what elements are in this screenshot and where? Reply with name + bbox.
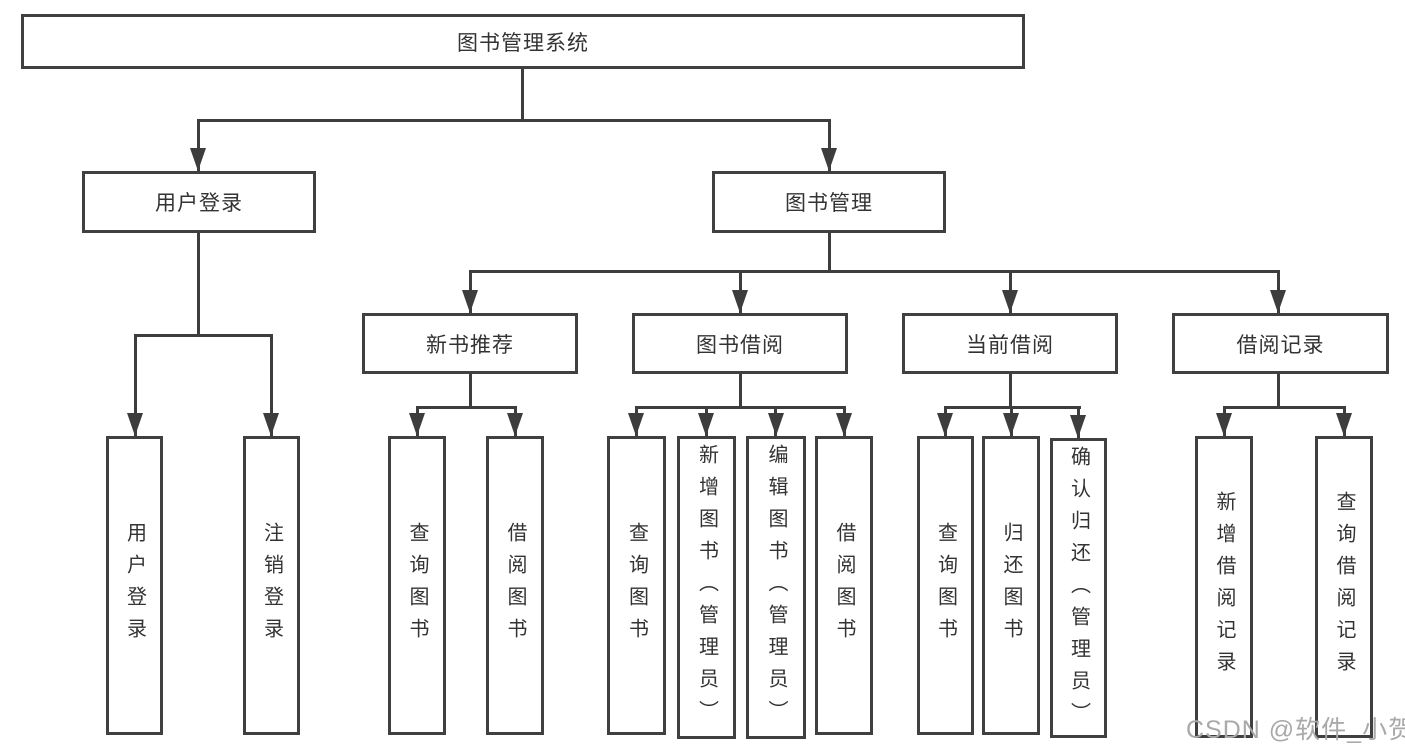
- arrow-down-icon: [1336, 413, 1352, 436]
- arrow-down-icon: [732, 290, 748, 313]
- connector-line: [134, 334, 137, 436]
- leaf-logout: 注销登录: [243, 436, 300, 735]
- leaf-borrow-books-a: 借阅图书: [486, 436, 544, 735]
- leaf-query-borrow-record-label: 查询借阅记录: [1333, 491, 1355, 683]
- leaf-user-login: 用户登录: [106, 436, 163, 735]
- connector-line: [1009, 374, 1012, 409]
- connector-line: [828, 119, 831, 171]
- node-book-management: 图书管理: [712, 171, 946, 233]
- leaf-edit-books-admin-label: 编辑图书（管理员）: [765, 444, 787, 732]
- leaf-query-books-a: 查询图书: [388, 436, 446, 735]
- leaf-add-books-admin-label: 新增图书（管理员）: [695, 444, 718, 732]
- leaf-query-books-a-label: 查询图书: [406, 521, 428, 650]
- arrow-down-icon: [698, 413, 714, 436]
- leaf-query-books-b-label: 查询图书: [625, 521, 648, 650]
- arrow-down-icon: [190, 148, 206, 171]
- arrow-down-icon: [768, 413, 784, 436]
- leaf-query-books-c: 查询图书: [917, 436, 974, 735]
- connector-line: [635, 406, 846, 409]
- arrow-down-icon: [1216, 413, 1232, 436]
- connector-line: [739, 374, 742, 409]
- connector-line: [197, 119, 200, 171]
- root-node-label: 图书管理系统: [457, 31, 589, 55]
- arrow-down-icon: [263, 413, 279, 436]
- node-borrow-records: 借阅记录: [1172, 313, 1389, 374]
- arrow-down-icon: [1002, 290, 1018, 313]
- arrow-down-icon: [409, 413, 425, 436]
- leaf-add-borrow-record-label: 新增借阅记录: [1213, 491, 1235, 683]
- arrow-down-icon: [1070, 415, 1086, 438]
- root-node-library-management-system: 图书管理系统: [21, 14, 1025, 69]
- arrow-down-icon: [1003, 413, 1019, 436]
- connector-line: [1223, 406, 1346, 409]
- node-book-management-label: 图书管理: [785, 192, 873, 215]
- node-user-login-label: 用户登录: [155, 192, 243, 215]
- arrow-down-icon: [628, 413, 644, 436]
- connector-line: [197, 119, 831, 122]
- leaf-query-books-b: 查询图书: [607, 436, 666, 735]
- node-book-borrow-label: 图书借阅: [696, 333, 784, 357]
- arrow-down-icon: [836, 413, 852, 436]
- arrow-down-icon: [507, 413, 523, 436]
- connector-line: [1277, 374, 1280, 409]
- connector-line: [197, 233, 200, 337]
- connector-line: [134, 334, 273, 337]
- leaf-confirm-return-admin: 确认归还（管理员）: [1050, 438, 1107, 738]
- leaf-add-books-admin: 新增图书（管理员）: [677, 436, 736, 739]
- leaf-user-login-label: 用户登录: [123, 521, 146, 650]
- arrow-down-icon: [462, 290, 478, 313]
- leaf-borrow-books-b-label: 借阅图书: [833, 521, 855, 650]
- node-new-book-recommend: 新书推荐: [362, 313, 578, 374]
- node-user-login: 用户登录: [82, 171, 316, 233]
- node-current-borrow: 当前借阅: [902, 313, 1118, 374]
- arrow-down-icon: [127, 413, 143, 436]
- connector-line: [521, 69, 524, 122]
- leaf-borrow-books-a-label: 借阅图书: [504, 521, 526, 650]
- leaf-query-books-c-label: 查询图书: [934, 521, 957, 650]
- connector-line: [416, 406, 517, 409]
- connector-line: [469, 270, 1280, 273]
- connector-line: [270, 334, 273, 436]
- leaf-confirm-return-admin-label: 确认归还（管理员）: [1067, 446, 1090, 734]
- arrow-down-icon: [937, 413, 953, 436]
- leaf-return-books: 归还图书: [982, 436, 1040, 735]
- leaf-logout-label: 注销登录: [260, 521, 283, 650]
- arrow-down-icon: [1270, 290, 1286, 313]
- node-borrow-records-label: 借阅记录: [1236, 333, 1325, 357]
- leaf-edit-books-admin: 编辑图书（管理员）: [746, 436, 806, 739]
- connector-line: [469, 374, 472, 409]
- node-new-book-recommend-label: 新书推荐: [426, 333, 514, 357]
- node-book-borrow: 图书借阅: [632, 313, 848, 374]
- node-current-borrow-label: 当前借阅: [966, 333, 1054, 357]
- leaf-borrow-books-b: 借阅图书: [815, 436, 873, 735]
- leaf-add-borrow-record: 新增借阅记录: [1195, 436, 1253, 738]
- leaf-return-books-label: 归还图书: [1000, 521, 1022, 650]
- csdn-watermark: CSDN @软件_小贺同学: [1186, 716, 1405, 744]
- connector-line: [828, 233, 831, 273]
- arrow-down-icon: [821, 148, 837, 171]
- leaf-query-borrow-record: 查询借阅记录: [1315, 436, 1373, 738]
